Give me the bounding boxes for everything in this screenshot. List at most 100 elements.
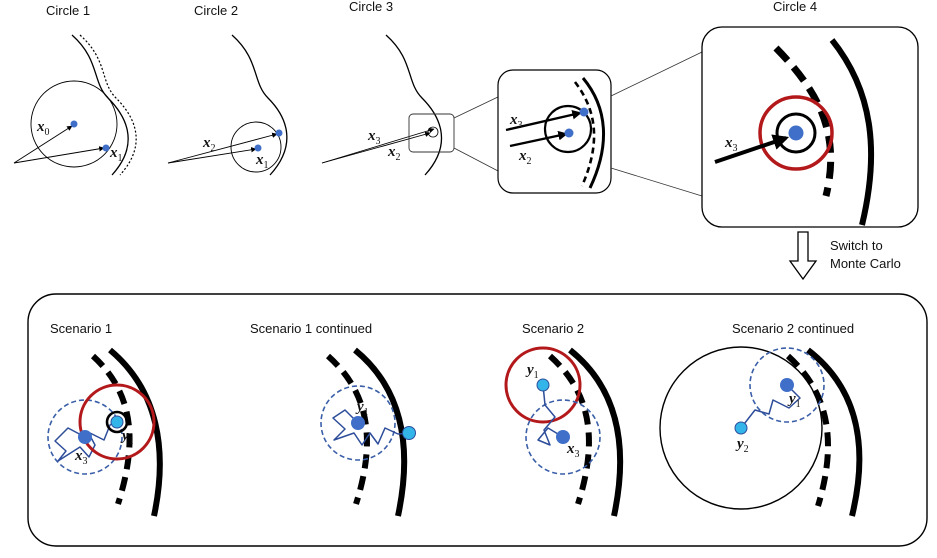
title-circle-3: Circle 3 (349, 0, 393, 14)
label-y1: y1 (120, 428, 134, 447)
scenario-1-continued: y1 (320, 347, 416, 517)
scenario-2: y1 x3 (504, 346, 624, 517)
label-x3: x3 (367, 128, 381, 147)
switch-label-line-2: Monte Carlo (830, 256, 901, 271)
circle-3-panel: x3 x2 (321, 34, 501, 176)
scenarios-panel (27, 293, 928, 547)
red-circle (758, 95, 834, 171)
point-x3 (579, 107, 589, 117)
vector-x3 (321, 127, 435, 164)
search-circle (543, 104, 593, 154)
zoom-line-top (453, 95, 501, 119)
hollow-down-arrow-icon (788, 231, 818, 281)
search-circle (230, 121, 282, 173)
title-scenario-1: Scenario 1 (50, 321, 112, 336)
zoom-line-bottom (453, 147, 501, 173)
title-scenario-1-continued: Scenario 1 continued (250, 321, 372, 336)
label-x3: x3 (74, 448, 88, 467)
random-walk (332, 409, 410, 446)
label-x2: x2 (202, 135, 216, 154)
boundary-dashed (785, 353, 831, 507)
vector-x0 (13, 125, 73, 164)
label-y1: y1 (525, 362, 539, 381)
boundary-dashed (90, 353, 133, 505)
point-x3 (556, 430, 570, 444)
zoom-line-top (610, 51, 703, 97)
boundary-dashed (573, 81, 596, 187)
zoom-panel-circle-4: x3 (701, 26, 919, 228)
tiny-circle (427, 126, 439, 138)
point-x3 (78, 430, 92, 444)
label-x1: x1 (109, 145, 123, 164)
boundary-dashed (547, 353, 592, 505)
vector-x1 (167, 147, 257, 164)
title-circle-1: Circle 1 (46, 3, 90, 18)
label-x3: x3 (724, 135, 738, 154)
vector-x1 (13, 146, 105, 164)
red-circle (78, 383, 156, 461)
label-x3: x3 (566, 441, 580, 460)
zoom-panel-frame (701, 26, 919, 228)
boundary-solid (806, 347, 863, 517)
boundary-solid (231, 34, 288, 176)
red-circle (504, 346, 582, 424)
label-y1: y1 (787, 391, 801, 410)
point-y1 (351, 416, 365, 430)
circle-1-panel: x0 x1 (13, 34, 137, 176)
label-x0: x0 (36, 119, 50, 138)
boundary-dashed (325, 353, 370, 505)
title-circle-4: Circle 4 (773, 0, 817, 14)
label-x2: x2 (518, 148, 532, 167)
point-y1 (780, 378, 794, 392)
label-x3: x3 (509, 112, 523, 131)
vector-x2 (167, 132, 278, 164)
point-x1 (102, 144, 110, 152)
scenario-2-continued: y1 y2 (659, 346, 863, 517)
mc-dashed-circle (320, 385, 396, 461)
point-x0 (70, 120, 78, 128)
title-scenario-2-continued: Scenario 2 continued (732, 321, 854, 336)
mc-dashed-circle (749, 347, 825, 423)
point-x3 (788, 125, 804, 141)
title-scenario-2: Scenario 2 (522, 321, 584, 336)
boundary-solid (568, 347, 624, 517)
zoom-panel-1: x3 x2 (497, 51, 703, 197)
vector-x3 (505, 110, 582, 132)
point-x2 (564, 128, 574, 138)
random-walk (740, 384, 801, 429)
point-y2 (734, 421, 748, 435)
label-y1: y1 (355, 399, 369, 418)
vector-x3 (714, 134, 790, 164)
label-y2: y2 (735, 436, 749, 455)
label-x1: x1 (255, 152, 269, 171)
search-circle (30, 80, 118, 168)
zoom-box (408, 113, 455, 153)
point-x1 (254, 144, 262, 152)
circle-2-panel: x2 x1 (167, 34, 288, 176)
point-y1 (536, 378, 550, 392)
random-walk (537, 384, 564, 446)
boundary-dotted (79, 34, 137, 176)
vector-x2 (509, 130, 568, 148)
small-circle (105, 410, 129, 434)
title-circle-2: Circle 2 (194, 3, 238, 18)
mc-dashed-circle (47, 399, 123, 475)
boundary-solid (581, 77, 605, 189)
switch-label-line-1: Switch to (830, 238, 883, 253)
switch-arrow: Switch to Monte Carlo (788, 231, 901, 281)
zoom-line-bottom (610, 167, 703, 197)
boundary-solid (829, 38, 875, 226)
label-x2: x2 (387, 144, 401, 163)
mc-dashed-circle (525, 399, 601, 475)
point-y1 (110, 415, 124, 429)
boundary-solid (385, 34, 443, 176)
large-circle (659, 346, 823, 510)
scenario-1: x3 y1 (47, 347, 163, 517)
boundary-solid (353, 347, 408, 517)
point-x2 (275, 129, 283, 137)
zoom-panel-frame (497, 69, 612, 194)
boundary-dashed (773, 45, 835, 197)
point-y2 (402, 426, 416, 440)
small-circle (775, 112, 817, 154)
